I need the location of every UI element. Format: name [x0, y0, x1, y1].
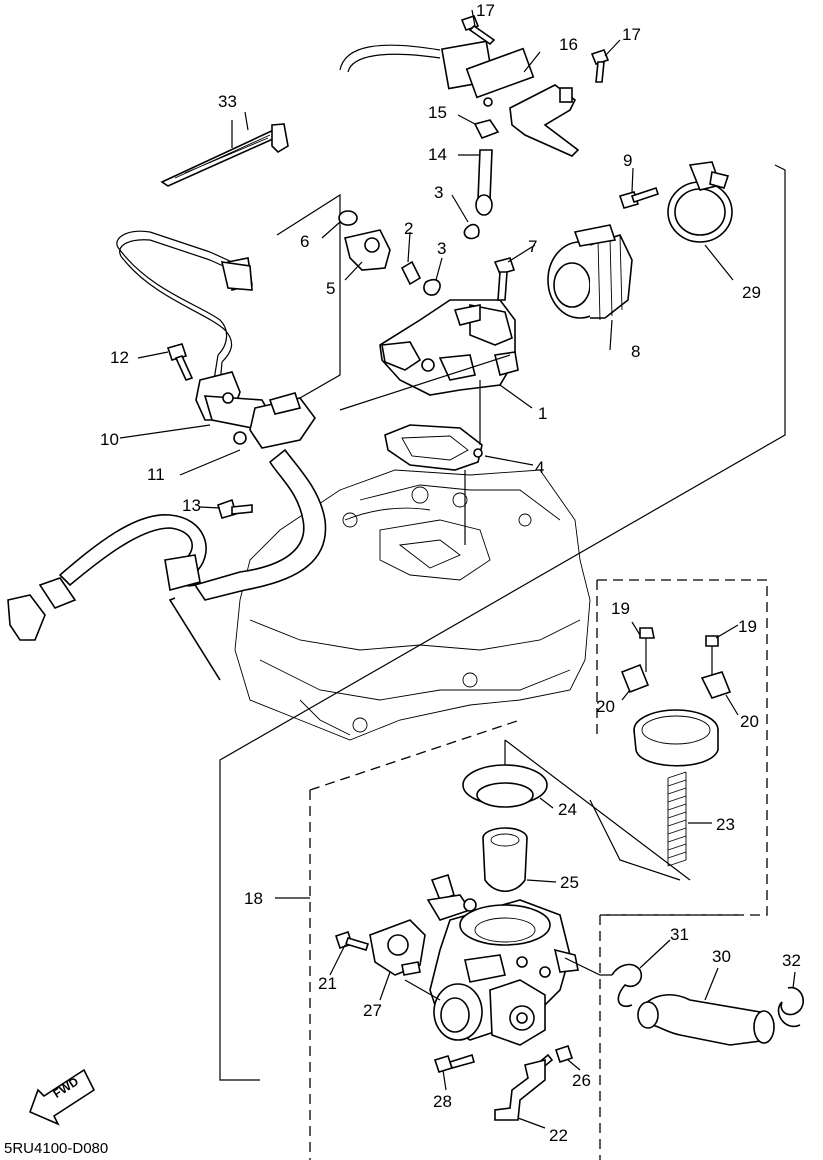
callout-17: 17 [622, 25, 641, 44]
callout-25: 25 [560, 873, 579, 892]
clip-31 [611, 963, 643, 1007]
piston-25 [482, 827, 528, 893]
callout-18: 18 [244, 889, 263, 908]
callout-20: 20 [596, 697, 615, 716]
callout-3: 3 [434, 183, 444, 202]
clip-32 [777, 986, 804, 1028]
diaphragm-24 [462, 764, 548, 808]
callout-16: 16 [559, 35, 578, 54]
gasket-4 [384, 380, 483, 545]
callout-22: 22 [549, 1126, 568, 1145]
fwd-arrow [28, 1068, 96, 1126]
callout-20: 20 [740, 712, 759, 731]
callout-13: 13 [182, 496, 201, 515]
callout-24: 24 [558, 800, 577, 819]
leader-lines [119, 9, 796, 1129]
carburetor-body-18 [426, 873, 579, 1046]
hose-clamp-29 [667, 161, 733, 243]
callout-26: 26 [572, 1071, 591, 1090]
cable-tie-33 [160, 120, 289, 187]
callout-23: 23 [716, 815, 735, 834]
screws [334, 930, 574, 1073]
callout-27: 27 [363, 1001, 382, 1020]
cap-assembly [620, 627, 732, 867]
callout-9: 9 [623, 151, 633, 170]
callout-7: 7 [528, 237, 538, 256]
throttle-sensor-27 [369, 919, 426, 976]
diagram-code: 5RU4100-D080 [4, 1140, 109, 1157]
callout-5: 5 [326, 279, 336, 298]
callout-2: 2 [404, 219, 414, 238]
callout-4: 4 [535, 458, 545, 477]
callout-15: 15 [428, 103, 447, 122]
isc-unit-1 [338, 210, 519, 396]
callout-8: 8 [631, 342, 641, 361]
callout-14: 14 [428, 145, 447, 164]
callout-28: 28 [433, 1092, 452, 1111]
intake-joint-8 [547, 224, 633, 321]
callout-19: 19 [611, 599, 630, 618]
callout-21: 21 [318, 974, 337, 993]
callout-11: 11 [147, 465, 165, 484]
bolt-9 [618, 186, 660, 209]
callout-29: 29 [742, 283, 761, 302]
connector [220, 261, 253, 291]
callout-32: 32 [782, 951, 801, 970]
callout-31: 31 [670, 925, 689, 944]
callout-30: 30 [712, 947, 731, 966]
callout-3: 3 [437, 239, 447, 258]
hose-assembly-10 [7, 230, 327, 681]
sensor-bracket-group [339, 15, 610, 296]
bracket-22 [494, 1058, 546, 1121]
callout-19: 19 [738, 617, 757, 636]
callout-6: 6 [300, 232, 310, 251]
engine-block-outline [234, 469, 591, 741]
hose-30 [637, 994, 775, 1046]
callout-12: 12 [110, 348, 129, 367]
callout-10: 10 [100, 430, 119, 449]
callout-33: 33 [218, 92, 237, 111]
callout-1: 1 [538, 404, 548, 423]
callout-17: 17 [476, 1, 495, 20]
